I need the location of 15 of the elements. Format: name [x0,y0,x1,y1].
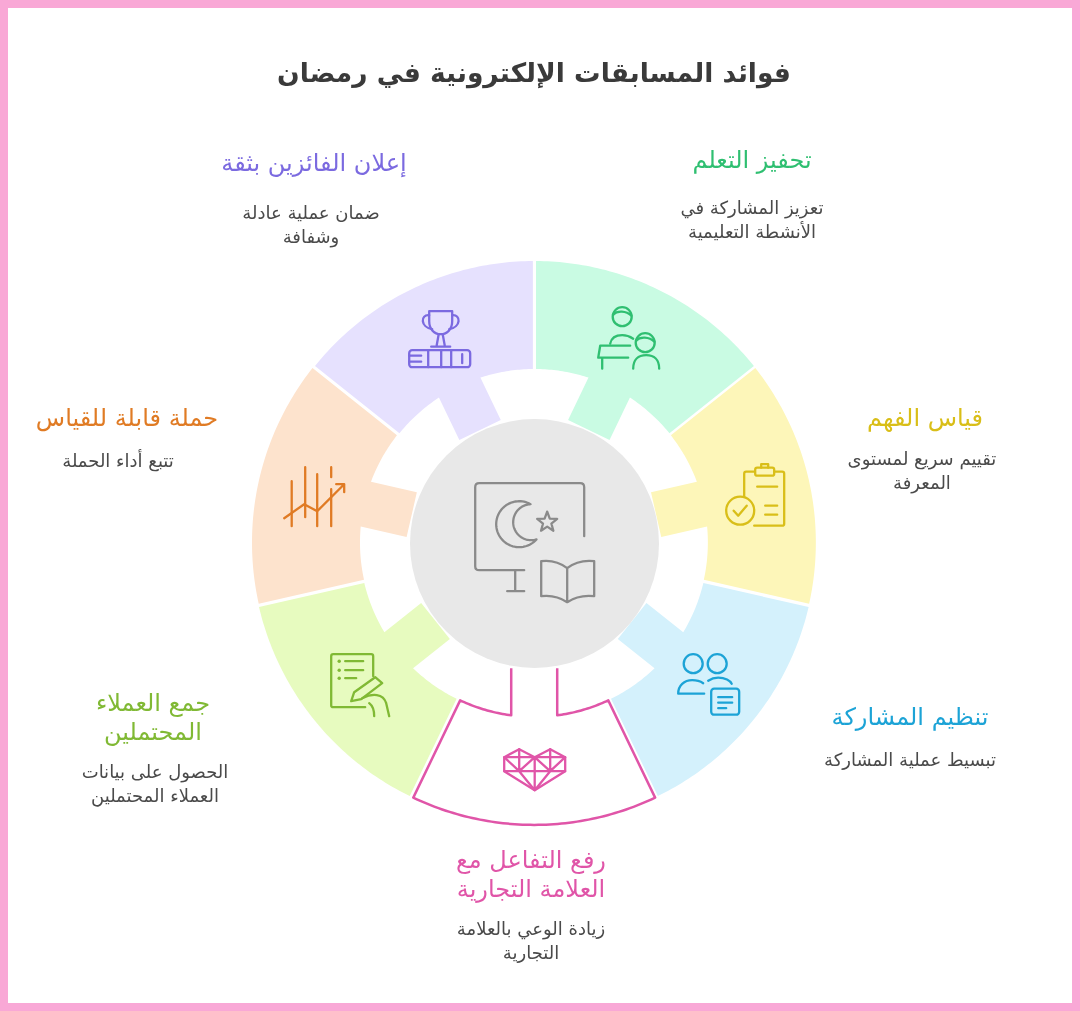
description: تتبع أداء الحملة [62,449,174,473]
heading: تنظيم المشاركة [831,702,989,732]
description: تعزيز المشاركة في الأنشطة التعليمية [680,195,824,243]
heading: حملة قابلة للقياس [35,403,219,433]
heading: إعلان الفائزين بثقة [221,148,407,178]
title: فوائد المسابقات الإلكترونية في رمضان [277,56,791,90]
description: تبسيط عملية المشاركة [824,748,996,772]
description: الحصول على بيانات العملاء المحتملين [81,759,229,807]
description: زيادة الوعي بالعلامة التجارية [456,916,606,964]
heading: قياس الفهم [866,403,984,433]
heading: رفع التفاعل مع العلامة التجارية [455,846,607,904]
heading: تحفيز التعلم [692,145,812,175]
description: ضمان عملية عادلة وشفافة [241,200,381,248]
heading: جمع العملاء المحتملين [95,689,211,747]
description: تقييم سريع لمستوى المعرفة [847,446,997,494]
